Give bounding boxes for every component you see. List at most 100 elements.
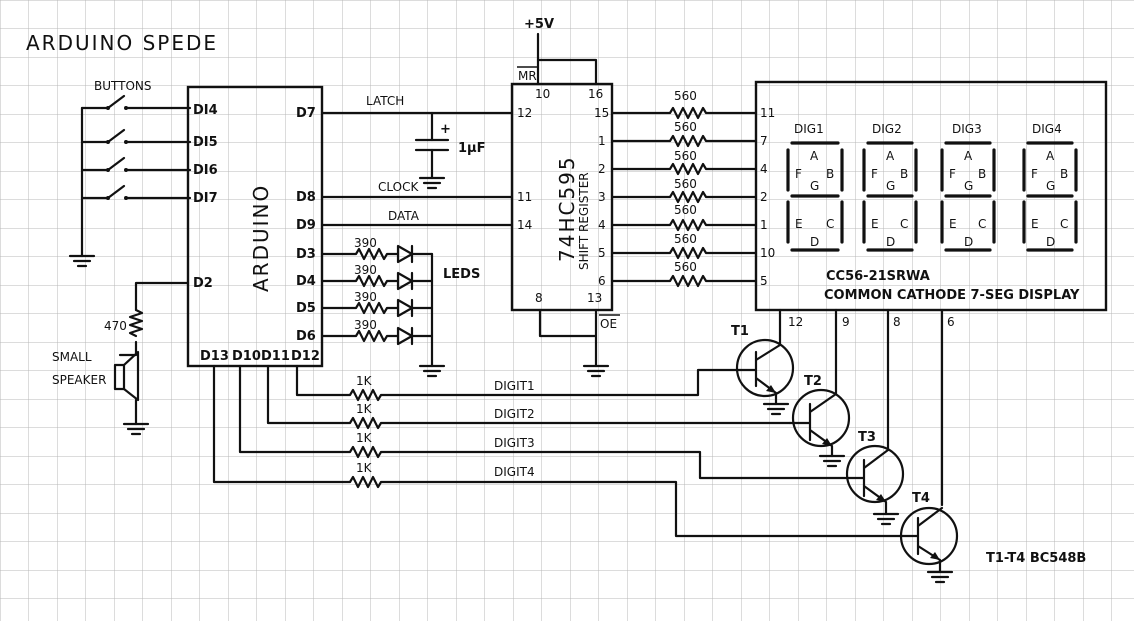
led-resistor-label-d3: 390	[354, 236, 377, 250]
seg-letter-b-3: B	[978, 167, 986, 181]
seg-letter-d-2: D	[886, 235, 895, 249]
seg-letter-e-4: E	[1031, 217, 1039, 231]
arduino-pin-d10: D10	[232, 349, 261, 364]
segment-resistor-label-3: 560	[674, 149, 697, 163]
base-resistor-label-1: 1K	[356, 374, 373, 388]
led-channel-d5	[320, 298, 434, 318]
digit-label-3: DIG3	[952, 122, 982, 136]
ground-symbol-t3	[872, 512, 900, 526]
transistor-t1	[735, 338, 795, 406]
arduino-pin-d6: D6	[296, 329, 316, 344]
arduino-board	[186, 85, 324, 368]
ground-symbol-speaker	[122, 422, 150, 436]
arduino-pin-di5: DI5	[193, 135, 218, 150]
arduino-pin-d7: D7	[296, 106, 316, 121]
sr-ground-wire	[538, 308, 598, 368]
clock-label: CLOCK	[378, 180, 419, 194]
sr-pin-13: 13	[587, 291, 602, 305]
display-digit-1: DIG1 A F B G E C D	[786, 122, 844, 252]
arduino-pin-di6: DI6	[193, 163, 218, 178]
speaker-resistor-label: 470	[104, 319, 127, 333]
base-resistor-label-4: 1K	[356, 461, 373, 475]
supply-label: +5V	[524, 17, 554, 32]
seg-letter-c-4: C	[1060, 217, 1068, 231]
buttons-label: BUTTONS	[94, 79, 152, 93]
display-pin-9: 9	[842, 315, 850, 329]
arduino-pin-di4: DI4	[193, 103, 218, 118]
seg-letter-d-3: D	[964, 235, 973, 249]
seg-letter-g-1: G	[810, 179, 819, 193]
sr-pin-6: 6	[598, 274, 606, 288]
seg-letter-d-1: D	[810, 235, 819, 249]
arduino-label: ARDUINO	[249, 184, 273, 292]
led-channel-d4	[320, 271, 434, 291]
seg-letter-c-1: C	[826, 217, 834, 231]
segment-lines	[610, 106, 758, 288]
seg-letter-b-4: B	[1060, 167, 1068, 181]
segment-resistor-label-1: 560	[674, 89, 697, 103]
seg-letter-g-4: G	[1046, 179, 1055, 193]
pushbutton-2	[80, 128, 192, 144]
seg-letter-a-1: A	[810, 149, 819, 163]
seven-seg-display	[754, 80, 1108, 312]
seg-letter-g-2: G	[886, 179, 895, 193]
display-digit-3: DIG3 A F B G E C D	[940, 122, 996, 252]
display-pin-6: 6	[947, 315, 955, 329]
segment-resistor-label-2: 560	[674, 120, 697, 134]
ground-symbol-t1	[762, 402, 790, 416]
ground-symbol-capacitor	[418, 176, 446, 190]
sr-pin-5: 5	[598, 246, 606, 260]
arduino-pin-d12: D12	[291, 349, 320, 364]
display-pin-7: 7	[760, 134, 768, 148]
sr-pin-10: 10	[535, 87, 550, 101]
arduino-pin-d3: D3	[296, 247, 316, 262]
transistor-t2	[788, 388, 851, 458]
display-pin-10: 10	[760, 246, 775, 260]
led-resistor-label-d4: 390	[354, 263, 377, 277]
data-label: DATA	[388, 209, 420, 223]
transistor-t4	[899, 506, 959, 574]
sr-pin-16: 16	[588, 87, 603, 101]
seg-letter-a-2: A	[886, 149, 895, 163]
display-pin-8: 8	[893, 315, 901, 329]
led-channel-d3	[320, 244, 434, 264]
digit-net-label-2: DIGIT2	[494, 407, 535, 421]
sr-pin-1: 1	[598, 134, 606, 148]
sr-pin-12: 12	[517, 106, 532, 120]
arduino-pin-d8: D8	[296, 190, 316, 205]
sr-subtitle: SHIFT REGISTER	[577, 172, 591, 270]
display-pin-1: 1	[760, 218, 768, 232]
digit-net-label-3: DIGIT3	[494, 436, 535, 450]
sr-mr-label: MR	[518, 69, 537, 83]
led-channel-d6	[320, 326, 434, 346]
seg-letter-e-3: E	[949, 217, 957, 231]
seg-letter-b-2: B	[900, 167, 908, 181]
ground-symbol-buttons	[68, 254, 96, 268]
arduino-pin-di7: DI7	[193, 191, 218, 206]
sr-pin-11: 11	[517, 190, 532, 204]
segment-resistor-label-5: 560	[674, 203, 697, 217]
arduino-pin-d11: D11	[261, 349, 290, 364]
transistor-label-t1: T1	[731, 324, 749, 339]
segment-resistor-label-7: 560	[674, 260, 697, 274]
speaker-icon	[113, 350, 140, 402]
pushbutton-1	[80, 94, 192, 110]
ground-symbol-shift-register	[582, 364, 610, 378]
seg-letter-f-1: F	[795, 167, 802, 181]
transistor-part-note: T1-T4 BC548B	[986, 551, 1086, 566]
display-pin-11: 11	[760, 106, 775, 120]
arduino-pin-d9: D9	[296, 218, 316, 233]
ground-symbol-t4	[926, 570, 954, 584]
seg-letter-g-3: G	[964, 179, 973, 193]
display-pin-2: 2	[760, 190, 768, 204]
ground-symbol-leds	[418, 364, 446, 378]
sr-pin-3: 3	[598, 190, 606, 204]
display-digit-4: DIG4 A F B G E C D	[1022, 122, 1078, 252]
arduino-pin-d13: D13	[200, 349, 229, 364]
seg-letter-d-4: D	[1046, 235, 1055, 249]
digit-label-1: DIG1	[794, 122, 824, 136]
digit-net-label-1: DIGIT1	[494, 379, 535, 393]
speaker-label-line2: SPEAKER	[52, 373, 106, 387]
